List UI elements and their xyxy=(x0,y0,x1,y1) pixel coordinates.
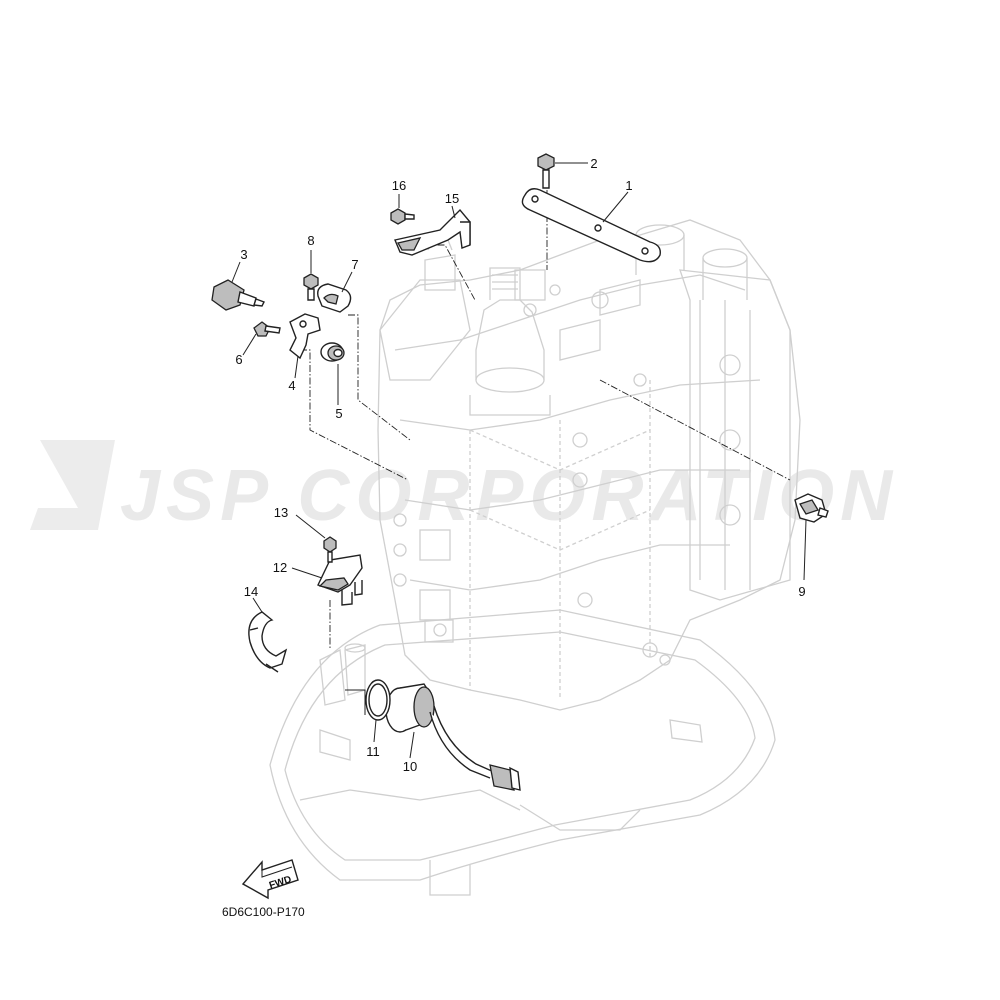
part-16-bolt[interactable] xyxy=(390,194,415,225)
callout-9[interactable]: 9 xyxy=(798,584,805,599)
callout-4[interactable]: 4 xyxy=(288,378,295,393)
part-15-bracket[interactable] xyxy=(394,205,471,256)
callout-2[interactable]: 2 xyxy=(590,156,597,171)
part-1-bracket[interactable] xyxy=(521,188,661,263)
part-10-connector[interactable] xyxy=(385,683,521,791)
callout-12[interactable]: 12 xyxy=(273,560,287,575)
part-6-screw[interactable] xyxy=(242,321,281,356)
watermark: JSP CORPORATION xyxy=(30,440,898,536)
part-3-sensor[interactable] xyxy=(211,261,265,311)
callout-16[interactable]: 16 xyxy=(392,178,406,193)
part-13-screw[interactable] xyxy=(295,514,337,563)
watermark-text: JSP CORPORATION xyxy=(120,456,898,536)
callout-1[interactable]: 1 xyxy=(625,178,632,193)
callout-7[interactable]: 7 xyxy=(351,257,358,272)
callout-6[interactable]: 6 xyxy=(235,352,242,367)
part-12-bracket[interactable] xyxy=(291,554,363,606)
part-8-bolt[interactable] xyxy=(303,250,319,301)
fwd-arrow-icon: FWD xyxy=(241,859,299,900)
callout-8[interactable]: 8 xyxy=(307,233,314,248)
part-9-plug[interactable] xyxy=(794,493,829,581)
part-7-holder[interactable] xyxy=(317,271,353,313)
callout-10[interactable]: 10 xyxy=(403,759,417,774)
engine-block-outline xyxy=(269,219,801,896)
callout-13[interactable]: 13 xyxy=(274,505,288,520)
callout-5[interactable]: 5 xyxy=(335,406,342,421)
part-5-grommet[interactable] xyxy=(320,342,345,405)
diagram-code: 6D6C100-P170 xyxy=(222,905,305,919)
callout-11[interactable]: 11 xyxy=(366,744,380,759)
part-2-bolt[interactable] xyxy=(537,153,588,189)
callout-14[interactable]: 14 xyxy=(244,584,258,599)
callout-3[interactable]: 3 xyxy=(240,247,247,262)
part-14-clip[interactable] xyxy=(248,597,288,673)
reference-lines xyxy=(300,190,791,715)
part-11-o-ring[interactable] xyxy=(365,679,391,743)
callout-15[interactable]: 15 xyxy=(445,191,459,206)
part-4-clamp[interactable] xyxy=(289,313,321,379)
callouts: 1 2 3 4 5 6 7 8 9 10 11 12 13 14 15 16 xyxy=(235,156,805,774)
